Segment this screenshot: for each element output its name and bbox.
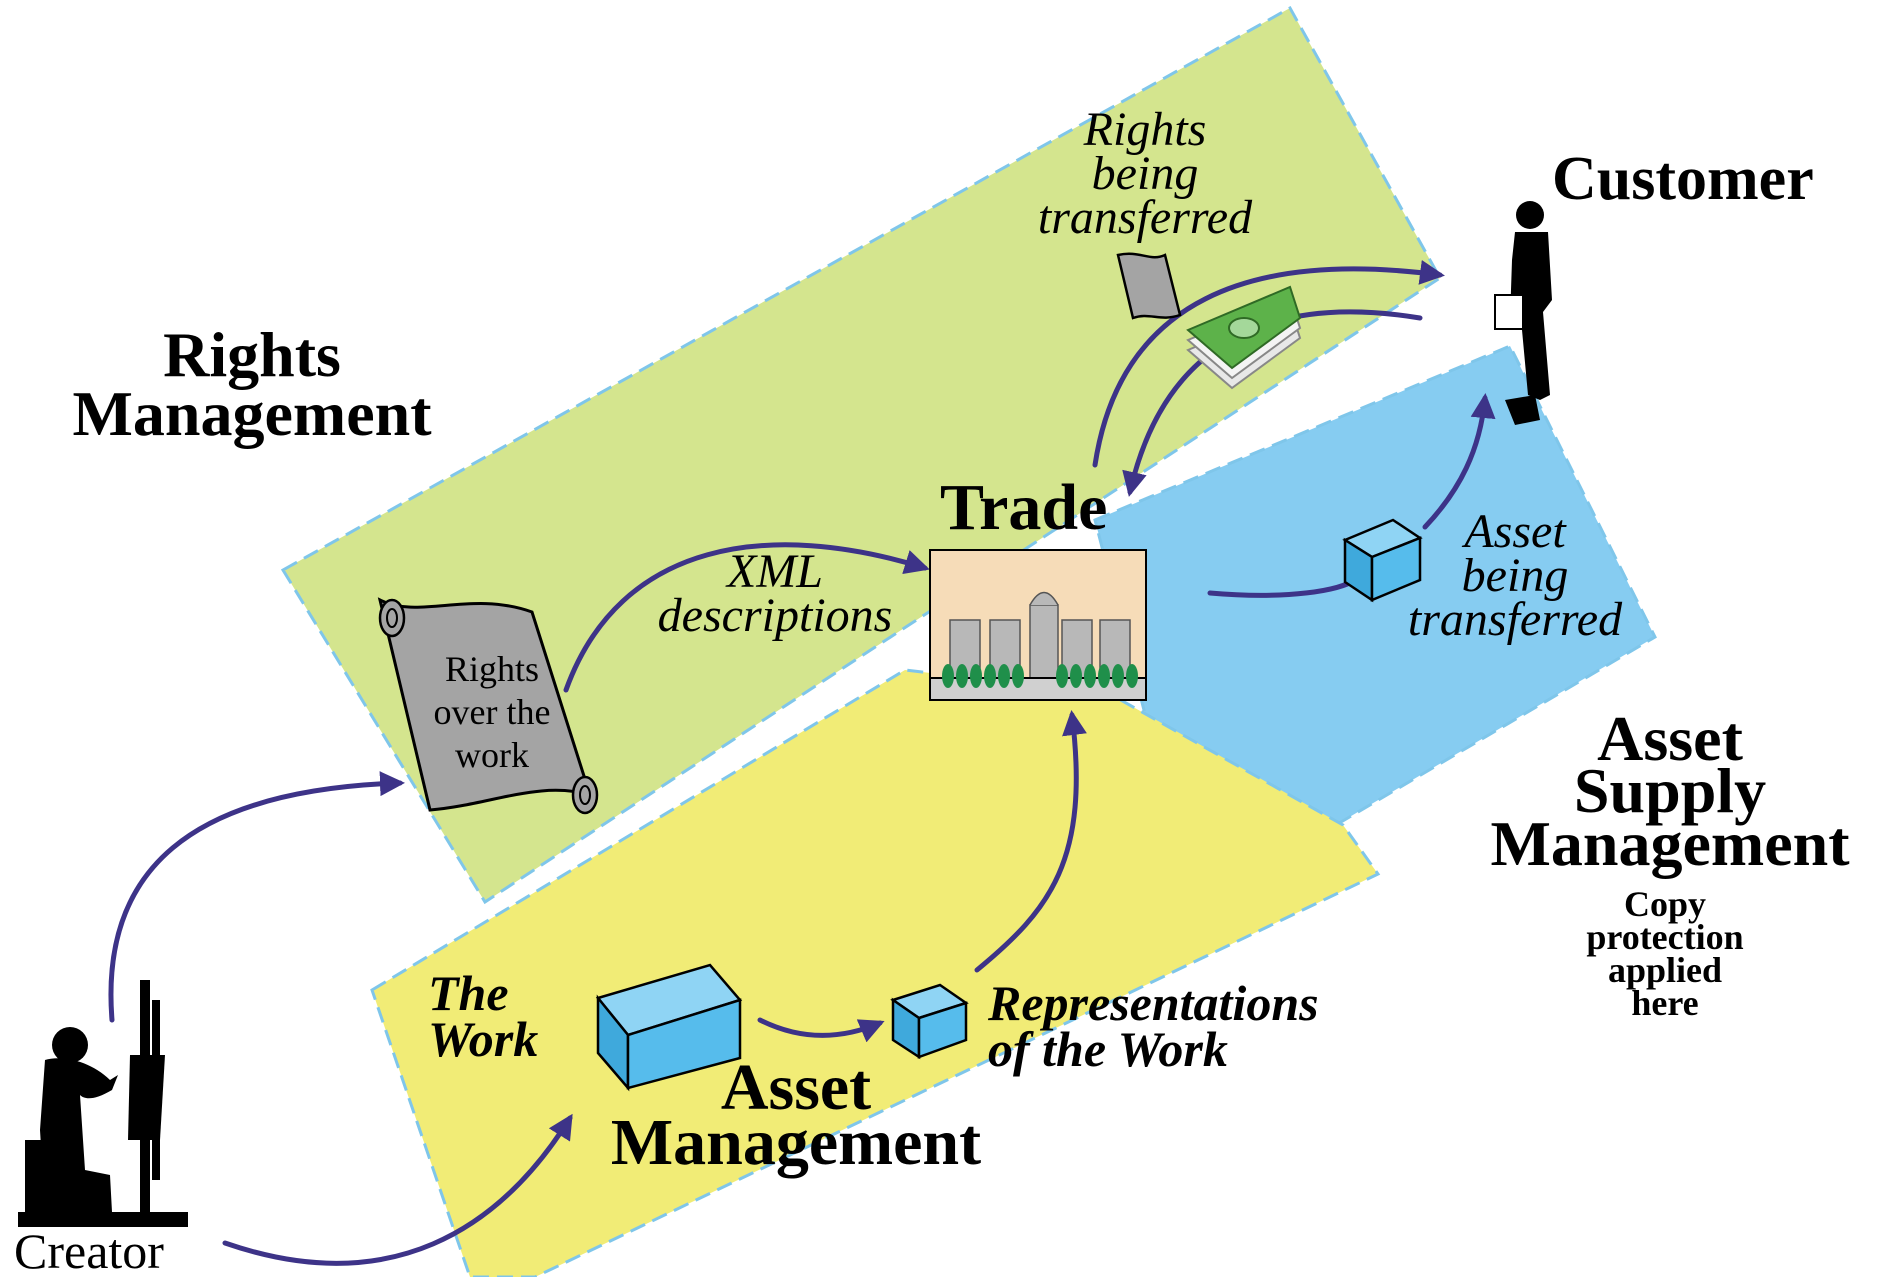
customer-woman-icon bbox=[1494, 201, 1552, 425]
copy-protection-label: Copy protection applied here bbox=[1586, 884, 1744, 1024]
customer-label: Customer bbox=[1552, 145, 1814, 213]
trade-label: Trade bbox=[940, 471, 1108, 544]
asset-management-label: Asset Management bbox=[610, 1051, 982, 1180]
representations-label: Representations of the Work bbox=[988, 975, 1319, 1077]
scroll-icon bbox=[377, 597, 599, 815]
creator-label: Creator bbox=[14, 1223, 164, 1279]
xml-descriptions-arrow bbox=[563, 542, 930, 693]
representation-cube-icon bbox=[890, 983, 969, 1060]
the-work-label: The Work bbox=[428, 965, 539, 1067]
asset-supply-management-label: Asset Supply Management bbox=[1490, 703, 1850, 879]
scroll-text-label: Rights over the work bbox=[433, 649, 551, 776]
rights-management-label: Rights Management bbox=[72, 319, 432, 449]
creator-to-asset-arrow bbox=[222, 1113, 573, 1266]
representations-to-trade-arrow bbox=[974, 710, 1087, 973]
marketplace-icon bbox=[929, 549, 1147, 701]
small-scroll-icon bbox=[1116, 252, 1182, 320]
creator-to-rights-arrow bbox=[108, 771, 405, 1023]
xml-descriptions-label: XML descriptions bbox=[657, 545, 893, 643]
rights-transferred-label: Rights being transferred bbox=[1037, 103, 1253, 245]
money-stack-icon bbox=[1186, 285, 1302, 390]
asset-transferred-cube-icon bbox=[1342, 518, 1423, 603]
representations-arrow bbox=[757, 1017, 885, 1043]
work-cube-icon bbox=[595, 963, 743, 1092]
trade-to-customer-arrow bbox=[1092, 260, 1445, 468]
asset-transferred-label: Asset being transferred bbox=[1407, 505, 1623, 647]
creator-painter-icon bbox=[18, 980, 188, 1227]
asset-to-customer-arrow bbox=[1422, 393, 1496, 530]
